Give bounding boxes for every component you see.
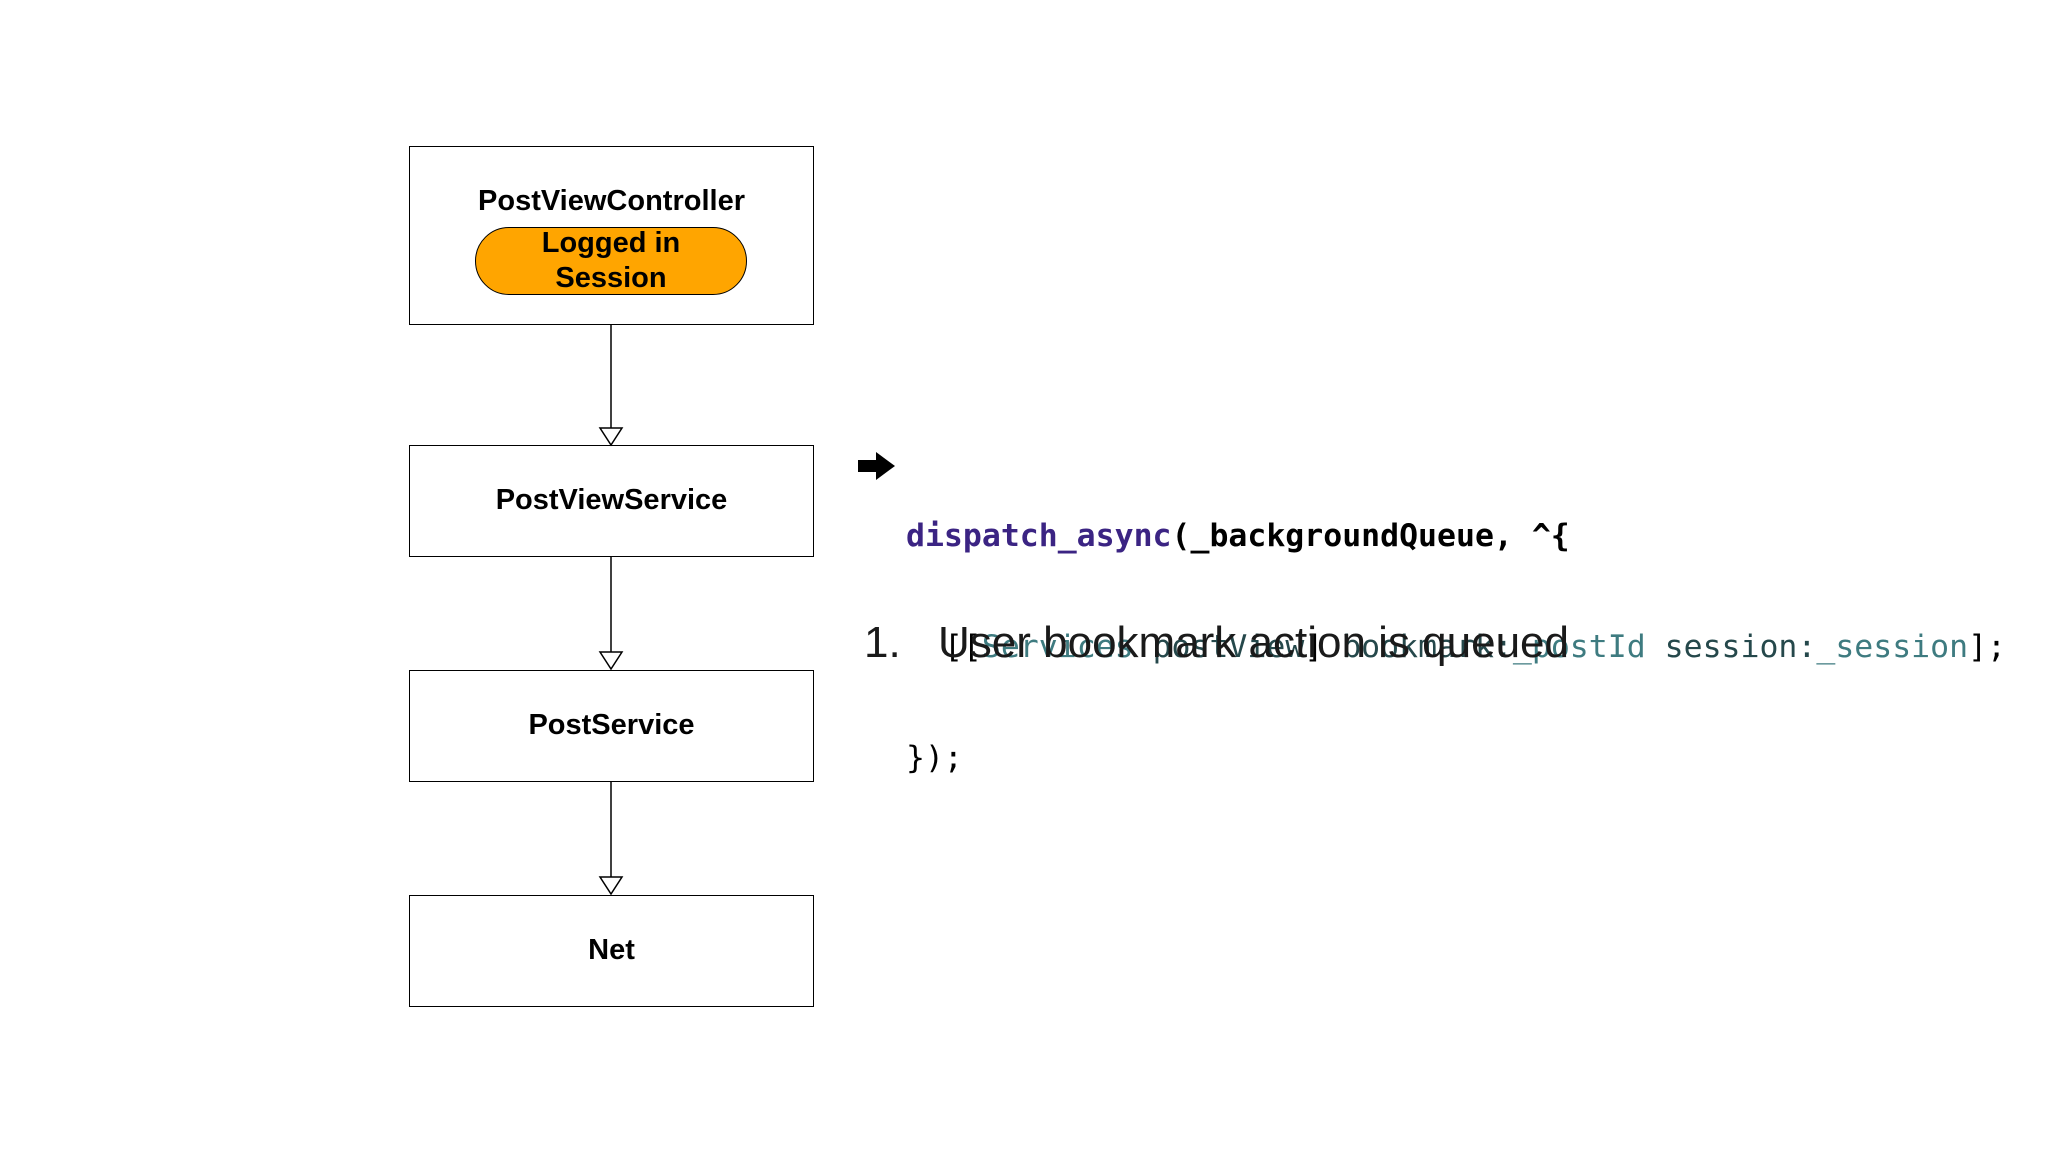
box-post-view-controller: PostViewController Logged in Session xyxy=(409,146,814,325)
code-bracket: ] xyxy=(1304,629,1343,665)
step-item: 1. User bookmark action is queued xyxy=(864,618,1569,668)
step-text: User bookmark action is queued xyxy=(938,618,1569,667)
connector-controller-to-viewservice xyxy=(598,325,624,447)
right-arrow-icon xyxy=(858,452,895,480)
box-label: Net xyxy=(588,934,635,966)
code-class: Services xyxy=(981,629,1134,665)
code-line-2: [[Services postView] bookmark:_postId se… xyxy=(858,629,2006,666)
code-close: }); xyxy=(906,740,963,776)
code-snippet: dispatch_async(_backgroundQueue, ^{ [[Se… xyxy=(858,444,2006,814)
code-method: bookmark: xyxy=(1342,629,1513,665)
connector-postservice-to-net xyxy=(598,782,624,896)
session-badge-line: Logged in xyxy=(541,227,681,259)
connector-viewservice-to-postservice xyxy=(598,557,624,671)
session-badge: Logged in Session xyxy=(475,227,747,295)
box-label: PostViewService xyxy=(495,484,728,516)
code-line-3: }); xyxy=(858,740,2006,777)
box-label: PostService xyxy=(528,709,695,741)
box-post-service: PostService xyxy=(409,670,814,782)
code-args: (_backgroundQueue, ^{ xyxy=(1171,518,1570,554)
session-badge-line: Session xyxy=(555,262,667,294)
code-function: dispatch_async xyxy=(906,518,1172,554)
code-method: postView xyxy=(1152,629,1305,665)
box-post-view-service: PostViewService xyxy=(409,445,814,557)
code-method: session: xyxy=(1664,629,1817,665)
code-variable: _postId xyxy=(1512,629,1646,665)
box-label: PostViewController xyxy=(478,185,745,217)
code-variable: _session xyxy=(1816,629,1969,665)
code-bracket: ]; xyxy=(1968,629,2007,665)
code-bracket: [[ xyxy=(943,629,982,665)
step-number: 1. xyxy=(864,618,901,667)
box-net: Net xyxy=(409,895,814,1007)
code-line-1: dispatch_async(_backgroundQueue, ^{ xyxy=(858,518,2006,555)
